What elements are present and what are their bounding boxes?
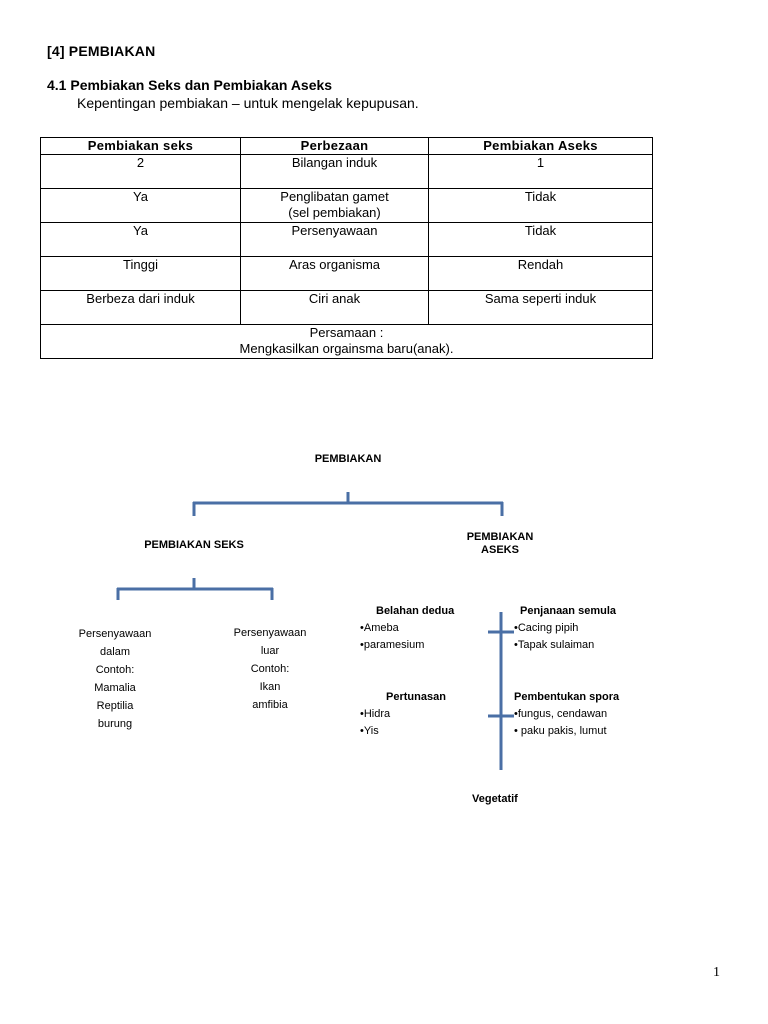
dalam-line: Persenyawaan: [78, 628, 152, 640]
cell: Ya: [40, 188, 241, 223]
luar-line: Ikan: [259, 681, 281, 693]
dalam-line: Mamalia: [94, 682, 136, 694]
dalam-line: burung: [97, 718, 133, 730]
header-perbezaan: Perbezaan: [240, 137, 429, 155]
penjanaan-item: •Cacing pipih: [514, 622, 579, 634]
vegetatif-label: Vegetatif: [472, 793, 518, 805]
pertunasan-item: •Yis: [360, 725, 379, 737]
table-row: Berbeza dari induk Ciri anak Sama sepert…: [40, 290, 653, 325]
cell: Aras organisma: [240, 256, 429, 291]
belahan-title: Belahan dedua: [376, 605, 455, 617]
belahan-dedua-node: Belahan dedua •Ameba •paramesium: [360, 603, 454, 654]
spora-title: Pembentukan spora: [514, 691, 620, 703]
penjanaan-title: Penjanaan semula: [520, 605, 616, 617]
table-footer-row: Persamaan : Mengkasilkan orgainsma baru(…: [40, 324, 653, 359]
penjanaan-semula-node: Penjanaan semula •Cacing pipih •Tapak su…: [514, 603, 616, 654]
cell: Sama seperti induk: [428, 290, 653, 325]
pertunasan-title: Pertunasan: [386, 691, 446, 703]
belahan-item: •paramesium: [360, 639, 425, 651]
section-heading: [4] PEMBIAKAN: [47, 43, 156, 59]
table-row: Tinggi Aras organisma Rendah: [40, 256, 653, 291]
header-pembiakan-seks: Pembiakan seks: [40, 137, 241, 155]
root-node: PEMBIAKAN: [314, 453, 382, 465]
comparison-table: Pembiakan seks Perbezaan Pembiakan Aseks…: [40, 137, 653, 359]
penjanaan-item: •Tapak sulaiman: [514, 639, 595, 651]
seks-node: PEMBIAKAN SEKS: [144, 539, 244, 551]
cell: 2: [40, 154, 241, 189]
persenyawaan-luar-node: Persenyawaan luar Contoh: Ikan amfibia: [215, 624, 325, 714]
cell: Tinggi: [40, 256, 241, 291]
cell: Ya: [40, 222, 241, 257]
pertunasan-item: •Hidra: [360, 708, 391, 720]
table-header-row: Pembiakan seks Perbezaan Pembiakan Aseks: [40, 137, 653, 155]
luar-line: Persenyawaan: [233, 627, 307, 639]
dalam-line: Contoh:: [95, 664, 135, 676]
cell: Ciri anak: [240, 290, 429, 325]
similarity-title: Persamaan :: [309, 325, 384, 340]
cell: Berbeza dari induk: [40, 290, 241, 325]
page-number: 1: [713, 965, 720, 980]
spora-item: •fungus, cendawan: [514, 708, 608, 720]
aseks-node-line2: ASEKS: [481, 544, 519, 556]
belahan-item: •Ameba: [360, 622, 399, 634]
similarity-text: Mengkasilkan orgainsma baru(anak).: [239, 341, 454, 356]
aseks-node-line1: PEMBIAKAN: [466, 531, 534, 543]
dalam-line: dalam: [100, 646, 130, 658]
aseks-node: PEMBIAKAN ASEKS: [450, 531, 550, 557]
persenyawaan-dalam-node: Persenyawaan dalam Contoh: Mamalia Repti…: [60, 625, 170, 733]
luar-line: luar: [260, 645, 280, 657]
pembentukan-spora-node: Pembentukan spora •fungus, cendawan • pa…: [514, 689, 619, 740]
subsection-heading: 4.1 Pembiakan Seks dan Pembiakan Aseks: [47, 77, 333, 93]
luar-line: Contoh:: [250, 663, 290, 675]
pertunasan-node: Pertunasan •Hidra •Yis: [360, 689, 446, 740]
similarity-cell: Persamaan : Mengkasilkan orgainsma baru(…: [40, 324, 653, 359]
luar-line: amfibia: [252, 699, 288, 711]
table-row: Ya Penglibatan gamet (sel pembiakan) Tid…: [40, 188, 653, 223]
dalam-line: Reptilia: [96, 700, 134, 712]
header-pembiakan-aseks: Pembiakan Aseks: [428, 137, 653, 155]
spora-item: • paku pakis, lumut: [514, 725, 607, 737]
importance-note: Kepentingan pembiakan – untuk mengelak k…: [77, 95, 419, 111]
